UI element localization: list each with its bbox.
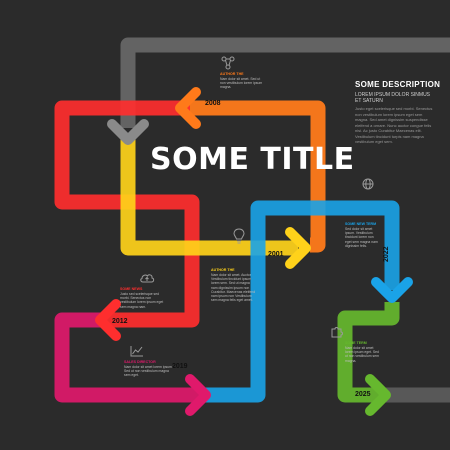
red-arrowhead — [95, 299, 121, 341]
milestone-heading: SOME TERM — [345, 341, 367, 345]
milestone-card-2019: SALES DIRECTOR Nam dolor sit amet lorem … — [124, 360, 176, 378]
milestone-card-2012: SOME NEWS Justo sed scelerisque sed morb… — [120, 287, 166, 309]
milestone-text: Nam dolor sit amet lorem ipsum. Sed ut n… — [124, 365, 173, 378]
magenta-path — [54, 312, 205, 403]
magenta-arrowhead — [185, 374, 211, 416]
milestone-text: Sed dolor sit amet ipsum. Vestibulum tin… — [345, 227, 378, 248]
yellow-path — [120, 138, 298, 256]
grey-arrowhead — [107, 119, 149, 145]
green-arrowhead — [365, 374, 391, 416]
page-title: SOME TITLE — [150, 142, 355, 177]
milestone-heading: AUTHOR THE — [220, 72, 244, 76]
milestone-card-2001: AUTHOR THE Nam dolor sit amet. Auctor Ve… — [211, 268, 257, 302]
puzzle-icon — [331, 327, 343, 338]
description-heading: SOME DESCRIPTION — [355, 80, 441, 89]
lightbulb-icon — [233, 228, 245, 244]
description-body: Justo eget scelerisque sed morbi. Senect… — [355, 106, 433, 144]
green-path — [337, 302, 400, 403]
cloud-upload-icon — [140, 274, 155, 283]
network-icon — [221, 56, 235, 70]
milestone-card-2022: SOME NEW TERM Sed dolor sit amet ipsum. … — [345, 222, 381, 248]
globe-icon — [362, 178, 374, 190]
milestone-card-2008: AUTHOR THE Nam dolor sit amet. Sed ut no… — [220, 72, 266, 90]
year-label-2025: 2025 — [355, 391, 371, 398]
orange-path — [180, 100, 326, 253]
year-label-2012: 2012 — [112, 318, 128, 325]
milestone-text: Justo sed scelerisque sed morbi. Senectu… — [120, 292, 164, 309]
blue-path — [205, 200, 400, 403]
milestone-card-2025: SOME TERM Nam dolor sit amet lorem ipsum… — [345, 341, 379, 363]
milestone-text: Nam dolor sit amet lorem ipsum eget. Sed… — [345, 346, 379, 363]
milestone-heading: SOME NEWS — [120, 287, 143, 291]
year-label-2001: 2001 — [268, 251, 284, 258]
description-subheading: LOREM IPSUM DOLOR SINMUS ET SATURN — [355, 92, 431, 104]
orange-arrowhead — [175, 87, 201, 129]
year-label-2019: 2019 — [172, 363, 188, 370]
chart-icon — [130, 346, 143, 357]
milestone-text: Nam dolor sit amet. Auctor Vestibulum ti… — [211, 273, 256, 303]
milestone-heading: SALES DIRECTOR — [124, 360, 156, 364]
milestone-text: Nam dolor sit amet. Sed ut non vestibulu… — [220, 77, 263, 90]
year-label-2008: 2008 — [205, 100, 221, 107]
grey-path — [120, 37, 450, 128]
milestone-heading: SOME NEW TERM — [345, 222, 377, 226]
milestone-heading: AUTHOR THE — [211, 268, 235, 272]
blue-arrowhead — [371, 277, 413, 303]
yellow-arrowhead — [285, 227, 311, 269]
year-label-2022: 2022 — [383, 246, 390, 262]
